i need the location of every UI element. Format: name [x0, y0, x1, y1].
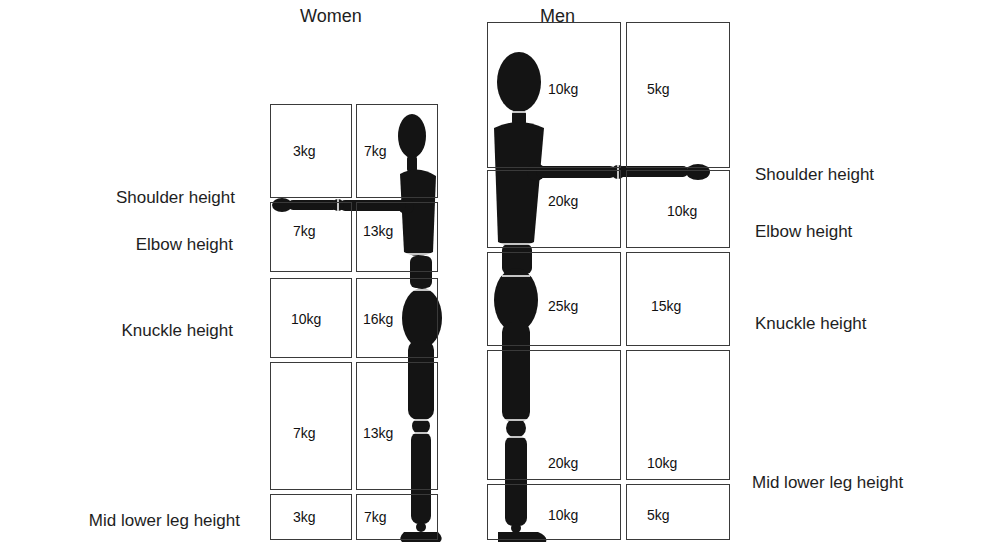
height-marker-label: Knuckle height	[755, 314, 955, 334]
weight-limit-value: 10kg	[548, 81, 578, 97]
woman-mannequin	[272, 114, 442, 542]
weight-zone-box: 20kg	[487, 170, 621, 248]
weight-zone-box: 7kg	[270, 202, 352, 272]
weight-zone-box: 15kg	[626, 252, 730, 346]
weight-zone-box: 7kg	[356, 494, 438, 540]
weight-limit-value: 7kg	[364, 509, 387, 525]
weight-limit-value: 7kg	[293, 425, 316, 441]
weight-limit-value: 25kg	[548, 298, 578, 314]
weight-zone-box: 5kg	[626, 484, 730, 540]
weight-limit-value: 20kg	[548, 193, 578, 209]
weight-zone-box: 10kg	[270, 278, 352, 358]
weight-limit-value: 10kg	[647, 455, 677, 471]
height-marker-label: Shoulder height	[20, 188, 235, 208]
height-marker-label: Mid lower leg height	[20, 511, 240, 531]
height-marker-label: Elbow height	[20, 235, 233, 255]
height-marker-label: Mid lower leg height	[752, 473, 977, 493]
weight-limit-value: 7kg	[364, 143, 387, 159]
weight-limit-value: 10kg	[667, 203, 697, 219]
weight-limit-value: 5kg	[647, 507, 670, 523]
weight-zone-box: 3kg	[270, 104, 352, 198]
weight-zone-box: 13kg	[356, 202, 438, 272]
woman-joint-lines	[338, 199, 434, 433]
weight-zone-box: 25kg	[487, 252, 621, 346]
weight-zone-box: 10kg	[626, 350, 730, 480]
height-marker-label: Knuckle height	[20, 321, 233, 341]
height-marker-label: Shoulder height	[755, 165, 955, 185]
weight-limit-value: 16kg	[363, 311, 393, 327]
height-marker-label: Elbow height	[755, 222, 955, 242]
weight-zone-box: 10kg	[487, 22, 621, 168]
weight-limit-value: 15kg	[651, 298, 681, 314]
weight-limit-value: 10kg	[548, 507, 578, 523]
weight-zone-box: 16kg	[356, 278, 438, 358]
weight-zone-box: 10kg	[626, 170, 730, 248]
weight-limit-value: 10kg	[291, 311, 321, 327]
weight-limit-value: 3kg	[293, 509, 316, 525]
weight-zone-box: 7kg	[270, 362, 352, 490]
weight-zone-box: 13kg	[356, 362, 438, 490]
weight-zone-box: 7kg	[356, 104, 438, 198]
group-heading: Men	[540, 6, 600, 26]
weight-zone-box: 20kg	[487, 350, 621, 480]
man-joint-lines	[500, 112, 618, 437]
group-heading: Women	[300, 6, 380, 26]
man-mannequin	[494, 52, 710, 542]
weight-limit-value: 13kg	[363, 425, 393, 441]
weight-limit-value: 20kg	[548, 455, 578, 471]
weight-zone-box: 10kg	[487, 484, 621, 540]
weight-zone-box: 5kg	[626, 22, 730, 168]
weight-limit-value: 3kg	[293, 143, 316, 159]
weight-zone-box: 3kg	[270, 494, 352, 540]
weight-limit-value: 13kg	[363, 223, 393, 239]
weight-limit-value: 7kg	[293, 223, 316, 239]
weight-limit-value: 5kg	[647, 81, 670, 97]
